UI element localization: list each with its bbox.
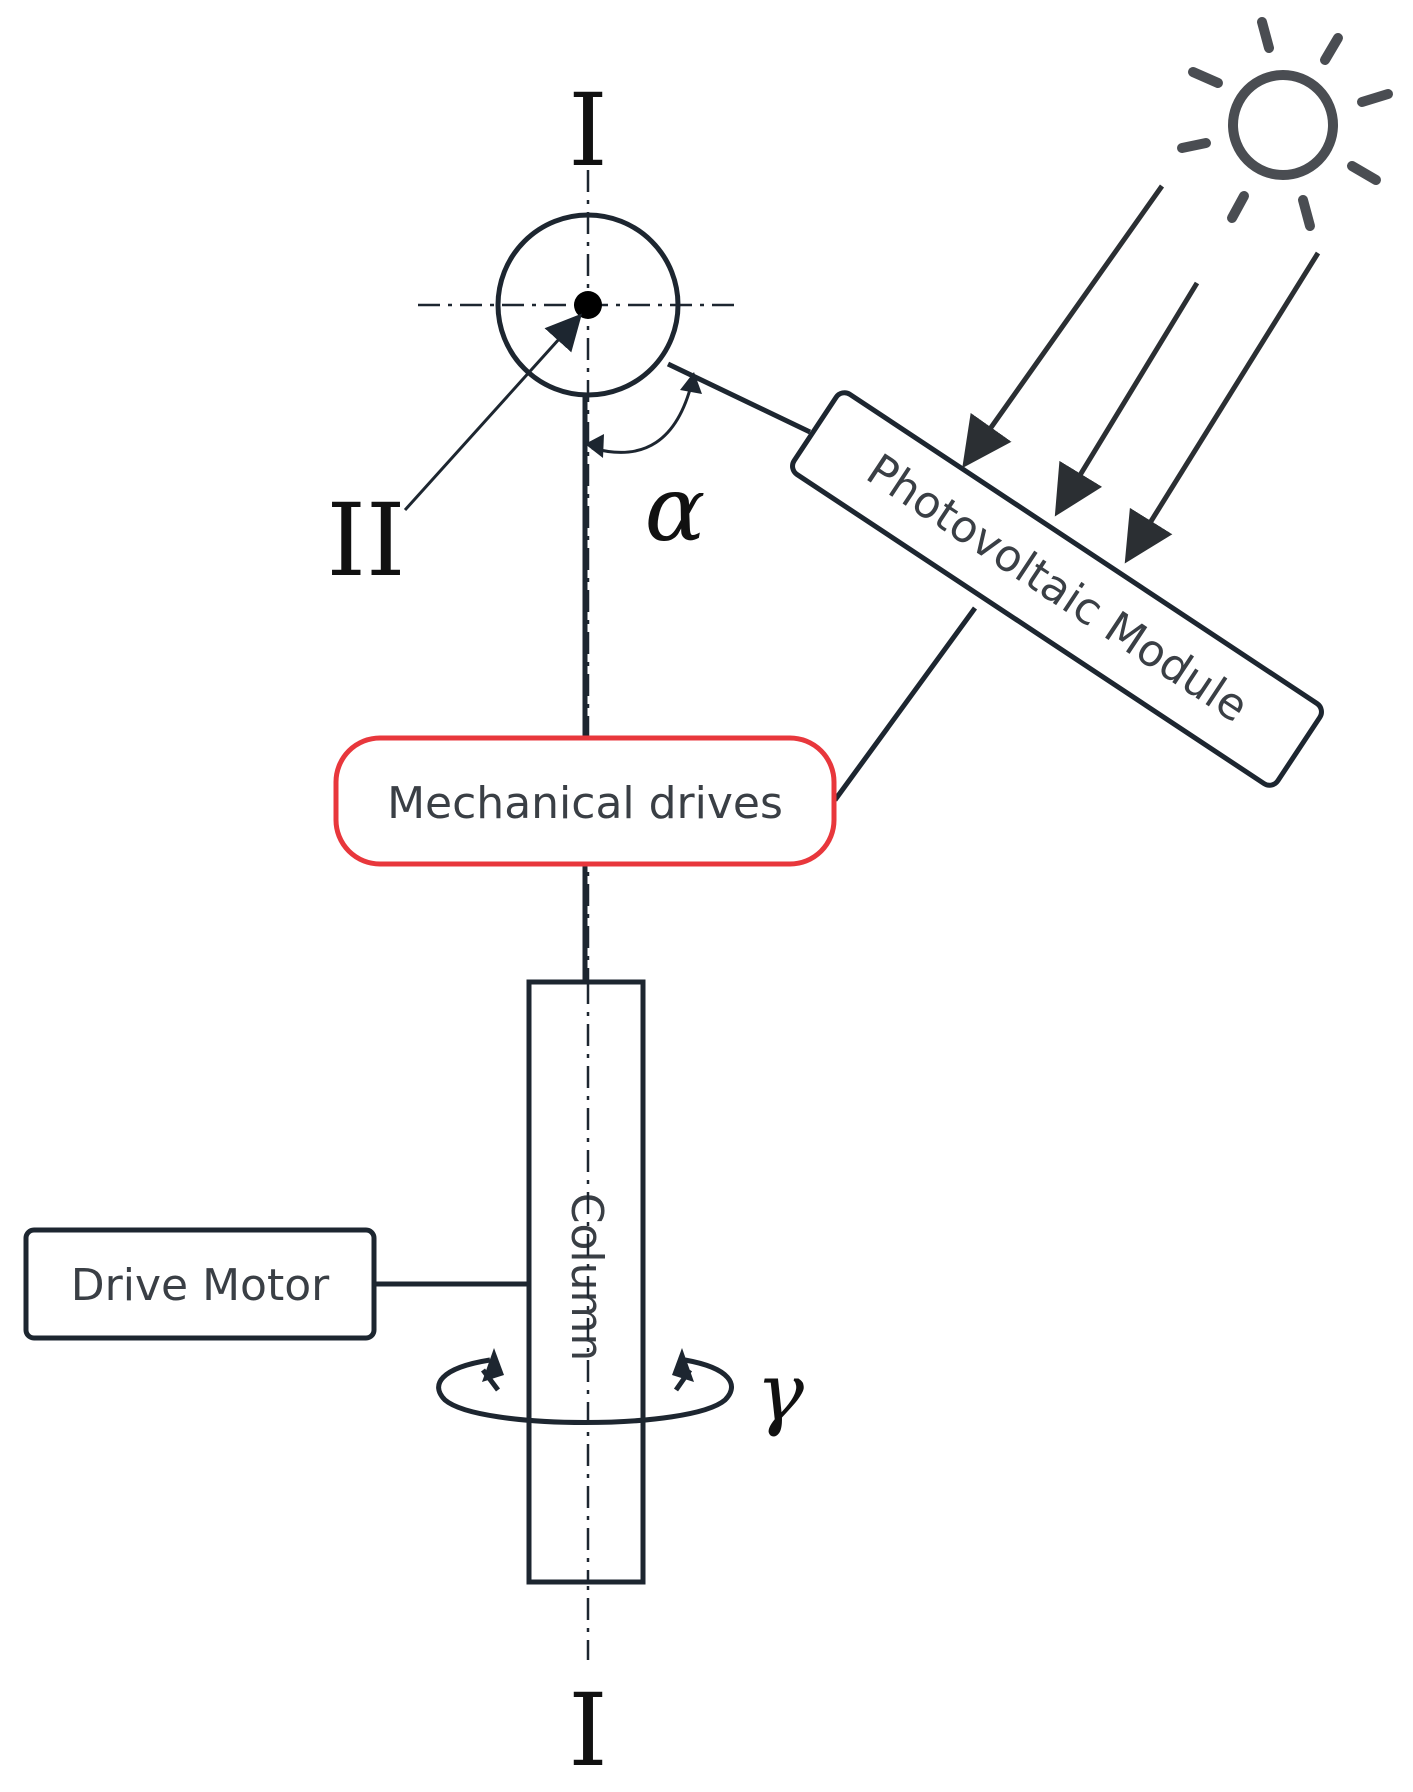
sun-ray-3 — [1124, 251, 1321, 564]
sun-icon — [1177, 17, 1393, 231]
mechanical-drives-label: Mechanical drives — [387, 778, 783, 829]
section-label-top: I — [568, 72, 608, 189]
sun-ray-1 — [962, 184, 1165, 469]
section-label-bottom: I — [568, 1672, 608, 1789]
column-label: Column — [561, 1193, 612, 1362]
gamma-angle-label: γ — [756, 1346, 804, 1439]
pivot-center-dot — [574, 291, 602, 319]
alpha-arc-arrowhead-left — [585, 434, 604, 458]
column: Column — [526, 979, 646, 1585]
photovoltaic-module: Photovoltaic Module — [790, 390, 1324, 788]
gamma-rotation-indicator — [436, 1348, 734, 1425]
drive-motor-label: Drive Motor — [71, 1260, 330, 1311]
pivot-callout-label: II — [326, 482, 405, 599]
module-arm — [666, 361, 812, 435]
drive-motor: Drive Motor — [23, 1227, 377, 1341]
module-to-drives-link — [832, 606, 978, 802]
alpha-arc-arrowhead-right — [680, 372, 702, 394]
alpha-angle-arc — [591, 381, 694, 454]
pivot-joint-circle — [495, 212, 681, 398]
mechanical-drives-box — [333, 735, 837, 867]
alpha-angle-label: α — [645, 457, 706, 562]
mechanical-drives: Mechanical drives — [333, 735, 837, 867]
pivot-callout-arrow — [403, 313, 583, 512]
sun-ray-2 — [1054, 281, 1200, 517]
